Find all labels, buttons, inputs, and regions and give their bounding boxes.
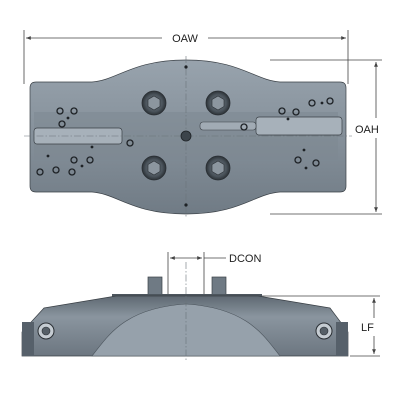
dcon-dimension: DCON <box>167 252 261 294</box>
right-side-bolt <box>315 322 333 340</box>
bolt-top-left <box>141 90 167 116</box>
side-view <box>21 262 349 360</box>
left-hole-cluster <box>36 97 334 176</box>
left-end-face <box>22 322 34 356</box>
bolt-top-right <box>205 90 231 116</box>
right-connection-pin <box>211 276 227 296</box>
oaw-dimension: OAW <box>23 30 349 84</box>
right-slot-notch <box>199 121 257 131</box>
oaw-label: OAW <box>172 33 198 45</box>
left-connection-pin <box>147 276 163 296</box>
small-dots <box>46 65 324 207</box>
right-end-face <box>336 322 348 356</box>
lf-dimension: LF <box>262 295 380 357</box>
top-view <box>24 56 352 218</box>
bolt-bottom-left <box>141 155 167 181</box>
dcon-label: DCON <box>229 253 261 265</box>
left-side-bolt <box>37 322 55 340</box>
right-slot <box>255 116 343 136</box>
center-pin <box>180 130 192 142</box>
bolt-bottom-right <box>205 155 231 181</box>
lf-label: LF <box>361 322 374 334</box>
oah-label: OAH <box>355 124 379 136</box>
oah-dimension: OAH <box>270 59 382 215</box>
